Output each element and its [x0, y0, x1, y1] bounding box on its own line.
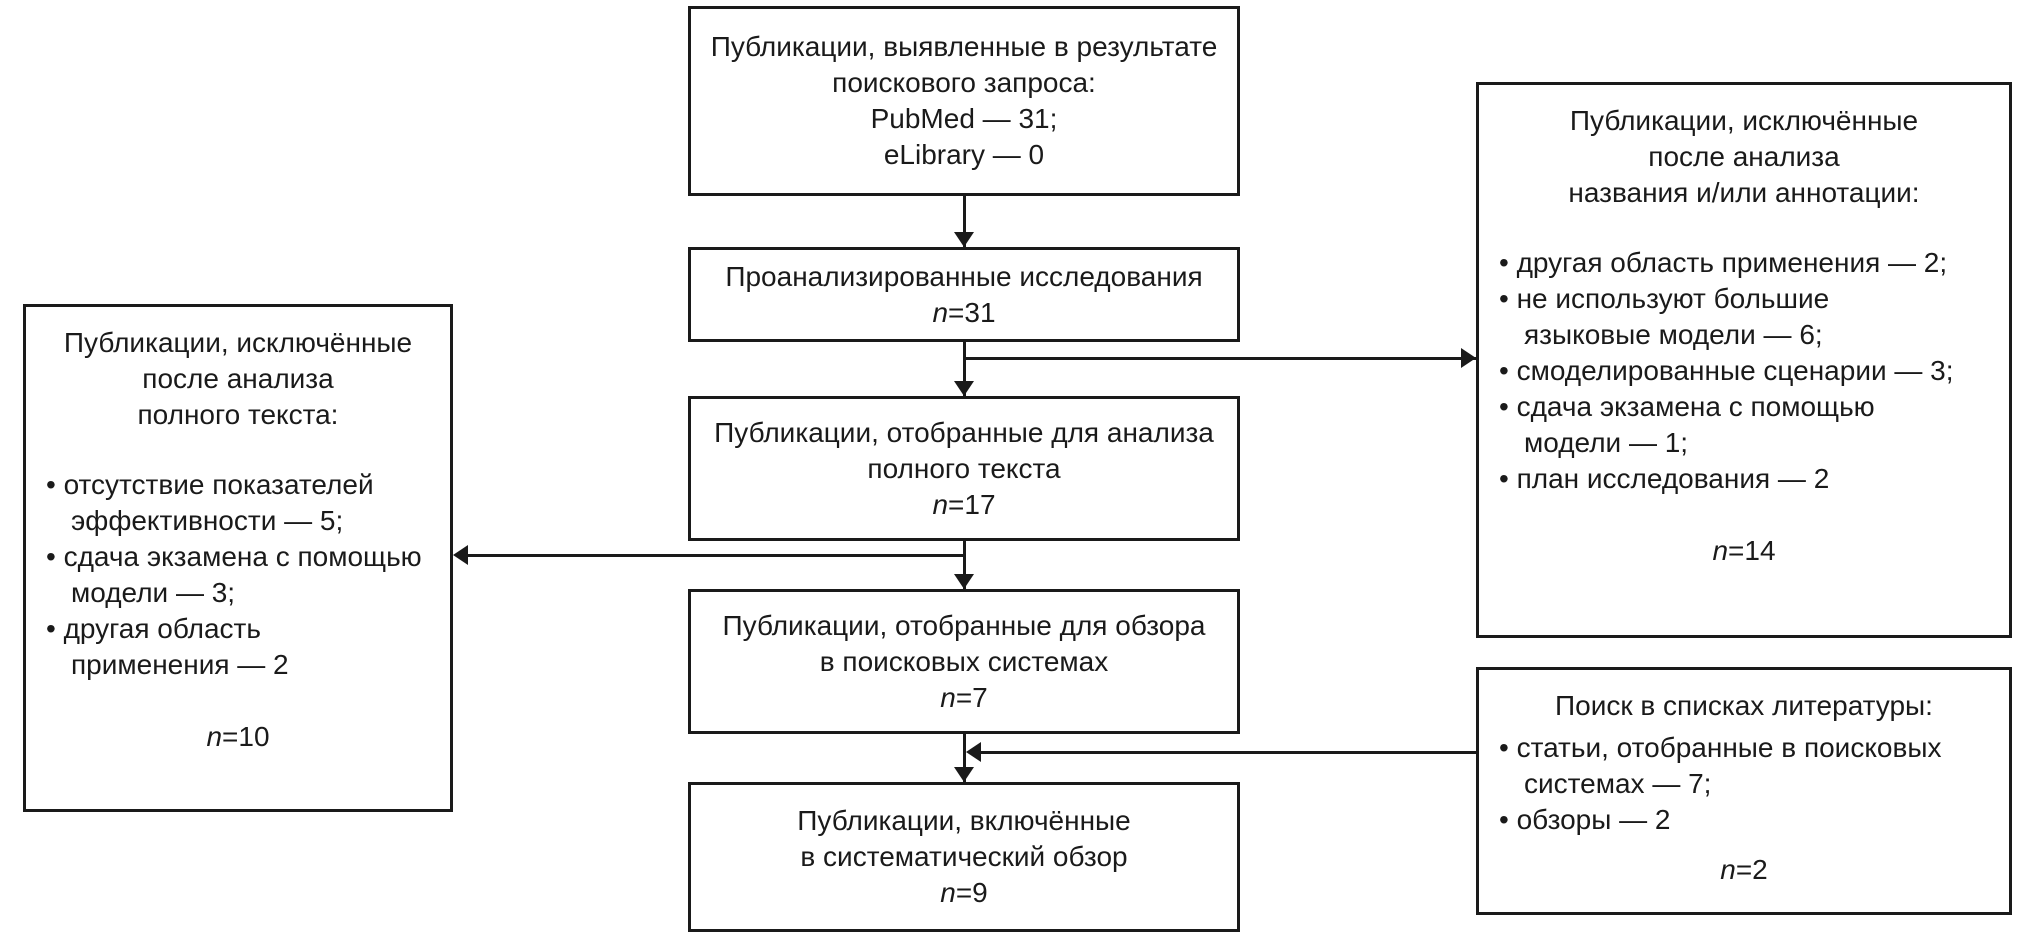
arrow-analyzed-to-fulltext-line	[963, 341, 966, 398]
n-value: =2	[1735, 854, 1768, 885]
box-text-line: в поисковых системах	[819, 645, 1109, 677]
box-text-line: поискового запроса:	[832, 67, 1096, 98]
bullet-item: • отсутствие показателей	[46, 469, 374, 500]
box-text-line: полного текста	[867, 452, 1061, 484]
n-count: n=9	[940, 875, 988, 911]
n-symbol: n	[206, 721, 223, 752]
n-value: =31	[948, 296, 996, 328]
n-count: n=10	[46, 719, 430, 755]
bullet-list: • отсутствие показателей эффективности —…	[46, 467, 430, 683]
box-analyzed-studies: Проанализированные исследования n=31	[688, 247, 1240, 342]
box-title: Поиск в списках литературы:	[1499, 688, 1989, 724]
bullet-item-continuation: эффективности — 5;	[71, 505, 344, 536]
n-value: =10	[222, 721, 270, 752]
arrow-analyzed-to-fulltext-head	[954, 381, 974, 396]
n-symbol: n	[940, 681, 956, 713]
n-count: n=2	[1499, 852, 1989, 888]
bullet-item-continuation: языковые модели — 6;	[1524, 319, 1823, 350]
box-title-line: названия и/или аннотации:	[1568, 177, 1920, 208]
box-title-line: Публикации, исключённые	[63, 327, 413, 358]
branch-to-excluded-fulltext-head	[453, 545, 468, 565]
box-reference-list-search: Поиск в списках литературы: • статьи, от…	[1476, 667, 2012, 915]
box-excluded-after-title-abstract: Публикации, исключённые после анализа на…	[1476, 82, 2012, 638]
box-text-line: eLibrary — 0	[883, 139, 1045, 170]
n-value: =9	[955, 877, 988, 908]
n-value: =14	[1728, 535, 1776, 566]
bullet-item: • сдача экзамена с помощью	[46, 541, 422, 572]
n-count: n=7	[940, 680, 988, 716]
arrow-fulltext-to-search-review-head	[954, 574, 974, 589]
box-identified-publications: Публикации, выявленные в результате поис…	[688, 6, 1240, 196]
bullet-item: • другая область применения — 2;	[1499, 247, 1948, 278]
bullet-item: • не используют большие	[1499, 283, 1830, 314]
arrow-identified-to-analyzed-line	[963, 195, 966, 248]
box-title-line: Публикации, исключённые	[1569, 105, 1919, 136]
box-text-line: Публикации, включённые	[797, 805, 1131, 836]
box-search-review-selected: Публикации, отобранные для обзора в поис…	[688, 589, 1240, 734]
box-title-line: полного текста:	[137, 399, 339, 430]
box-included-publications: Публикации, включённые в систематический…	[688, 782, 1240, 932]
bullet-item: • статьи, отобранные в поисковых	[1499, 732, 1942, 763]
n-symbol: n	[1712, 535, 1729, 566]
bullet-item-continuation: системах — 7;	[1524, 768, 1712, 799]
box-text-line: в систематический обзор	[800, 841, 1128, 872]
branch-to-excluded-title-abstract-line	[964, 357, 1476, 360]
bullet-item: • план исследования — 2	[1499, 463, 1830, 494]
n-value: =17	[948, 488, 996, 520]
box-fulltext-selected: Публикации, отобранные для анализа полно…	[688, 396, 1240, 541]
n-symbol: n	[940, 877, 956, 908]
bullet-list: • другая область применения — 2; • не ис…	[1499, 245, 1989, 497]
bullet-item-continuation: применения — 2	[71, 649, 289, 680]
arrow-identified-to-analyzed-head	[954, 232, 974, 247]
box-title: Публикации, исключённые после анализа по…	[46, 325, 430, 433]
bullet-item-continuation: модели — 3;	[71, 577, 236, 608]
bullet-item-continuation: модели — 1;	[1524, 427, 1689, 458]
bullet-list: • статьи, отобранные в поисковых система…	[1499, 730, 1989, 838]
arrow-fulltext-to-search-review-line	[963, 540, 966, 591]
branch-to-excluded-fulltext-line	[466, 554, 966, 557]
n-symbol: n	[1720, 854, 1736, 885]
box-text-line: Публикации, отобранные для обзора	[722, 609, 1206, 641]
branch-from-reference-search-head	[966, 742, 981, 762]
n-count: n=31	[932, 295, 995, 331]
branch-to-excluded-title-abstract-head	[1461, 348, 1476, 368]
n-count: n=14	[1499, 533, 1989, 569]
n-count: n=17	[932, 487, 995, 523]
box-text-line: Проанализированные исследования	[725, 260, 1203, 292]
arrow-search-review-to-included-line	[963, 733, 966, 784]
box-title: Публикации, исключённые после анализа на…	[1499, 103, 1989, 211]
box-text-line: PubMed — 31;	[870, 103, 1058, 134]
box-title-line: после анализа	[142, 363, 334, 394]
box-excluded-after-fulltext: Публикации, исключённые после анализа по…	[23, 304, 453, 812]
arrow-search-review-to-included-head	[954, 767, 974, 782]
n-symbol: n	[932, 488, 949, 520]
branch-from-reference-search-line	[979, 751, 1476, 754]
bullet-item: • другая область	[46, 613, 261, 644]
box-text-line: Публикации, отобранные для анализа	[714, 416, 1214, 448]
box-title-line: после анализа	[1648, 141, 1840, 172]
box-title-line: Поиск в списках литературы:	[1555, 690, 1933, 721]
bullet-item: • обзоры — 2	[1499, 804, 1671, 835]
bullet-item: • сдача экзамена с помощью	[1499, 391, 1875, 422]
box-text-line: Публикации, выявленные в результате	[710, 31, 1218, 62]
n-symbol: n	[932, 296, 949, 328]
bullet-item: • смоделированные сценарии — 3;	[1499, 355, 1954, 386]
n-value: =7	[955, 681, 988, 713]
